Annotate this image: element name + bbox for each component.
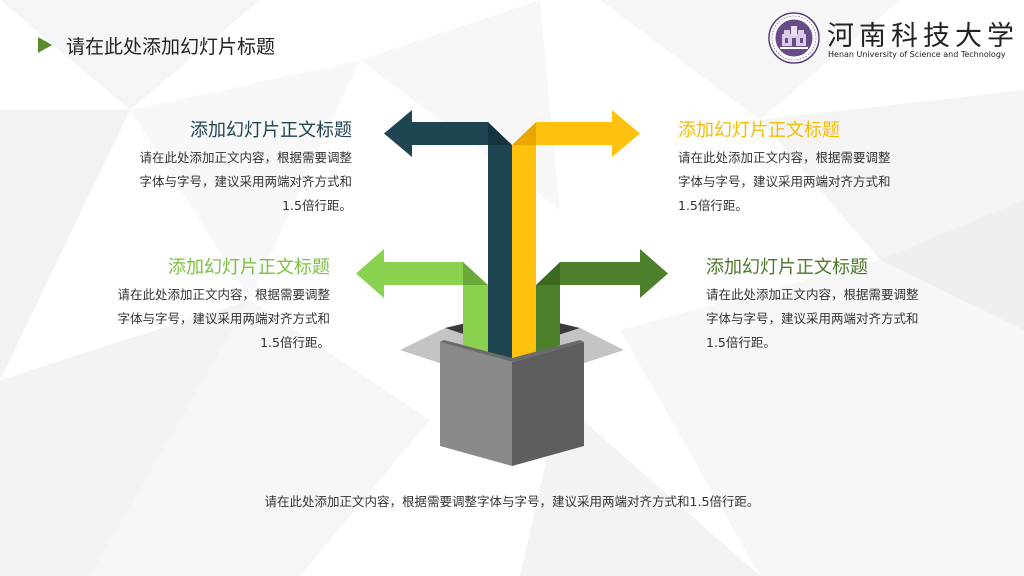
box-front-left <box>440 342 512 466</box>
text-block-top-right: 添加幻灯片正文标题 请在此处添加正文内容，根据需要调整 字体与字号，建议采用两端… <box>678 116 938 218</box>
arrow-light-green-vertical <box>463 285 488 355</box>
block-body-line: 1.5倍行距。 <box>678 198 748 213</box>
text-block-top-left: 添加幻灯片正文标题 请在此处添加正文内容，根据需要调整 字体与字号，建议采用两端… <box>80 116 352 218</box>
arrow-dark-green-vertical <box>536 285 560 355</box>
block-body-line: 字体与字号，建议采用两端对齐方式和 <box>678 174 891 189</box>
university-seal-icon <box>768 12 820 64</box>
arrow-dark-green-corner <box>536 262 560 285</box>
arrow-yellow-head <box>612 110 640 157</box>
text-block-middle-left: 添加幻灯片正文标题 请在此处添加正文内容，根据需要调整 字体与字号，建议采用两端… <box>60 253 330 355</box>
arrow-light-green-horizontal <box>384 262 463 285</box>
arrow-yellow-vertical <box>512 145 536 358</box>
arrow-yellow-horizontal <box>536 122 612 145</box>
block-body-line: 请在此处添加正文内容，根据需要调整 <box>117 287 330 302</box>
block-body-line: 请在此处添加正文内容，根据需要调整 <box>139 150 352 165</box>
box-front-right <box>512 342 584 466</box>
block-heading[interactable]: 添加幻灯片正文标题 <box>678 120 840 141</box>
arrow-dark-green-head <box>640 249 668 298</box>
text-block-middle-right: 添加幻灯片正文标题 请在此处添加正文内容，根据需要调整 字体与字号，建议采用两端… <box>706 253 966 355</box>
arrow-dark-teal-head <box>384 110 412 157</box>
arrow-yellow-corner <box>512 122 536 145</box>
university-logo: 河南科技大学 Henan University of Science and T… <box>768 10 1020 66</box>
block-heading[interactable]: 添加幻灯片正文标题 <box>190 120 352 141</box>
arrow-light-green-head <box>356 249 384 298</box>
slide-title-bar: 请在此处添加幻灯片标题 <box>38 30 275 60</box>
block-body[interactable]: 请在此处添加正文内容，根据需要调整 字体与字号，建议采用两端对齐方式和 1.5倍… <box>80 146 352 218</box>
arrow-dark-teal-vertical <box>488 145 512 358</box>
arrow-dark-teal-corner <box>488 122 512 145</box>
block-heading[interactable]: 添加幻灯片正文标题 <box>706 257 868 278</box>
university-name-cn: 河南科技大学 <box>827 21 1019 52</box>
triangle-marker-icon <box>38 37 52 53</box>
bottom-note[interactable]: 请在此处添加正文内容，根据需要调整字体与字号，建议采用两端对齐方式和1.5倍行距… <box>264 494 760 509</box>
block-body-line: 字体与字号，建议采用两端对齐方式和 <box>117 311 330 326</box>
block-body-line: 1.5倍行距。 <box>706 335 776 350</box>
block-body-line: 字体与字号，建议采用两端对齐方式和 <box>139 174 352 189</box>
arrow-dark-teal-horizontal <box>412 122 488 145</box>
arrow-light-green-corner <box>463 262 488 285</box>
block-body[interactable]: 请在此处添加正文内容，根据需要调整 字体与字号，建议采用两端对齐方式和 1.5倍… <box>678 146 938 218</box>
block-body-line: 请在此处添加正文内容，根据需要调整 <box>678 150 891 165</box>
block-body-line: 1.5倍行距。 <box>282 198 352 213</box>
arrow-dark-green-horizontal <box>560 262 640 285</box>
block-body[interactable]: 请在此处添加正文内容，根据需要调整 字体与字号，建议采用两端对齐方式和 1.5倍… <box>706 283 966 355</box>
university-name-en: Henan University of Science and Technolo… <box>828 50 1006 59</box>
slide-title[interactable]: 请在此处添加幻灯片标题 <box>66 35 276 58</box>
block-body-line: 请在此处添加正文内容，根据需要调整 <box>706 287 919 302</box>
block-body-line: 字体与字号，建议采用两端对齐方式和 <box>706 311 919 326</box>
block-heading[interactable]: 添加幻灯片正文标题 <box>168 257 330 278</box>
block-body[interactable]: 请在此处添加正文内容，根据需要调整 字体与字号，建议采用两端对齐方式和 1.5倍… <box>60 283 330 355</box>
block-body-line: 1.5倍行距。 <box>260 335 330 350</box>
